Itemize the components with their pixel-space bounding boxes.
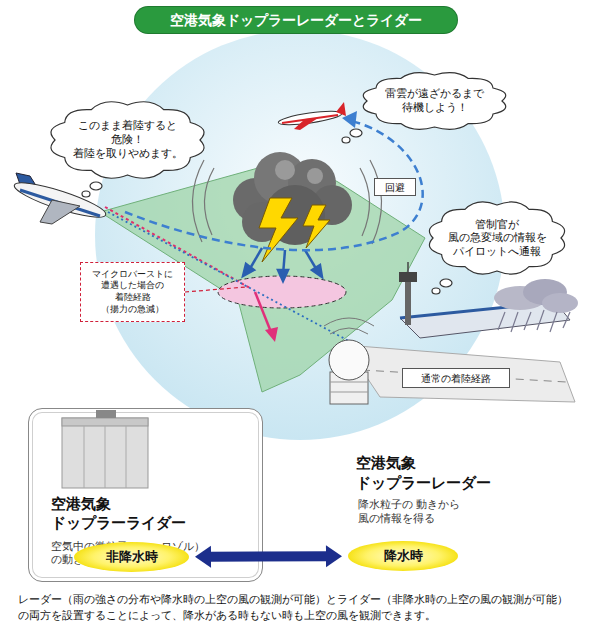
label-box: 回避	[374, 178, 416, 196]
speech-bubble: 雷雲が遠ざかるまで 待機しよう！	[362, 70, 507, 132]
downdraft-arrows	[243, 248, 322, 281]
condition-oval: 降水時	[348, 541, 458, 571]
device-heading: 空港気象 ドップラーライダー	[51, 495, 201, 533]
device-description: 降水粒子の 動きから 風の情報を得る	[358, 498, 468, 525]
arrow-shaft	[209, 551, 328, 561]
node-text: 雷雲が遠ざかるまで 待機しよう！	[380, 87, 489, 116]
title-band: 空港気象ドップラーレーダーとライダー	[135, 7, 457, 33]
node-text: 管制官が 風の急変域の情報を パイロットへ通報	[446, 218, 548, 259]
speech-bubble: このまま着陸すると 危険！ 着陸を取りやめます。	[50, 100, 205, 180]
label-box: 通常の着陸経路	[402, 368, 510, 388]
device-heading: 空港気象 ドップラーレーダー	[356, 454, 506, 493]
airport	[345, 262, 575, 402]
device-panel: 空港気象 ドップラーライダー空気中の微粒子（エーロゾル） の動きから風の情報を得…	[28, 408, 263, 582]
landing-plane	[12, 173, 109, 224]
speech-bubble: 管制官が 風の急変域の情報を パイロットへ通報	[428, 200, 566, 276]
oval-fill	[348, 541, 458, 571]
oval-fill	[74, 542, 189, 572]
cloud-outline	[51, 102, 204, 178]
node-text: 通常の着陸経路	[421, 372, 491, 385]
caption: レーダー（雨の強さの分布や降水時の上空の風の観測が可能）とライダー（非降水時の上…	[18, 592, 578, 624]
condition-oval: 非降水時	[74, 542, 189, 572]
leader-line	[185, 287, 246, 292]
arrow-head	[326, 545, 342, 567]
lift-loss-path	[255, 292, 271, 332]
node-text: このまま着陸すると 危険！ 着陸を取りやめます。	[68, 119, 187, 162]
arrow-head	[195, 546, 211, 568]
node-text: 非降水時	[106, 549, 158, 566]
double-arrow	[195, 545, 342, 567]
node-text: 降水時	[384, 548, 423, 565]
cloud-outline	[363, 73, 506, 130]
node-text: 回避	[385, 181, 405, 194]
cloud-outline	[429, 202, 564, 274]
arrow-head	[265, 327, 278, 342]
callout-box: マイクロバーストに 遭遇した場合の 着陸経路 （揚力の急減）	[80, 262, 185, 322]
waiting-plane	[278, 102, 346, 130]
rain-cloud	[494, 279, 578, 332]
radar-dome	[324, 318, 374, 404]
node-text: マイクロバーストに 遭遇した場合の 着陸経路 （揚力の急減）	[85, 269, 180, 316]
